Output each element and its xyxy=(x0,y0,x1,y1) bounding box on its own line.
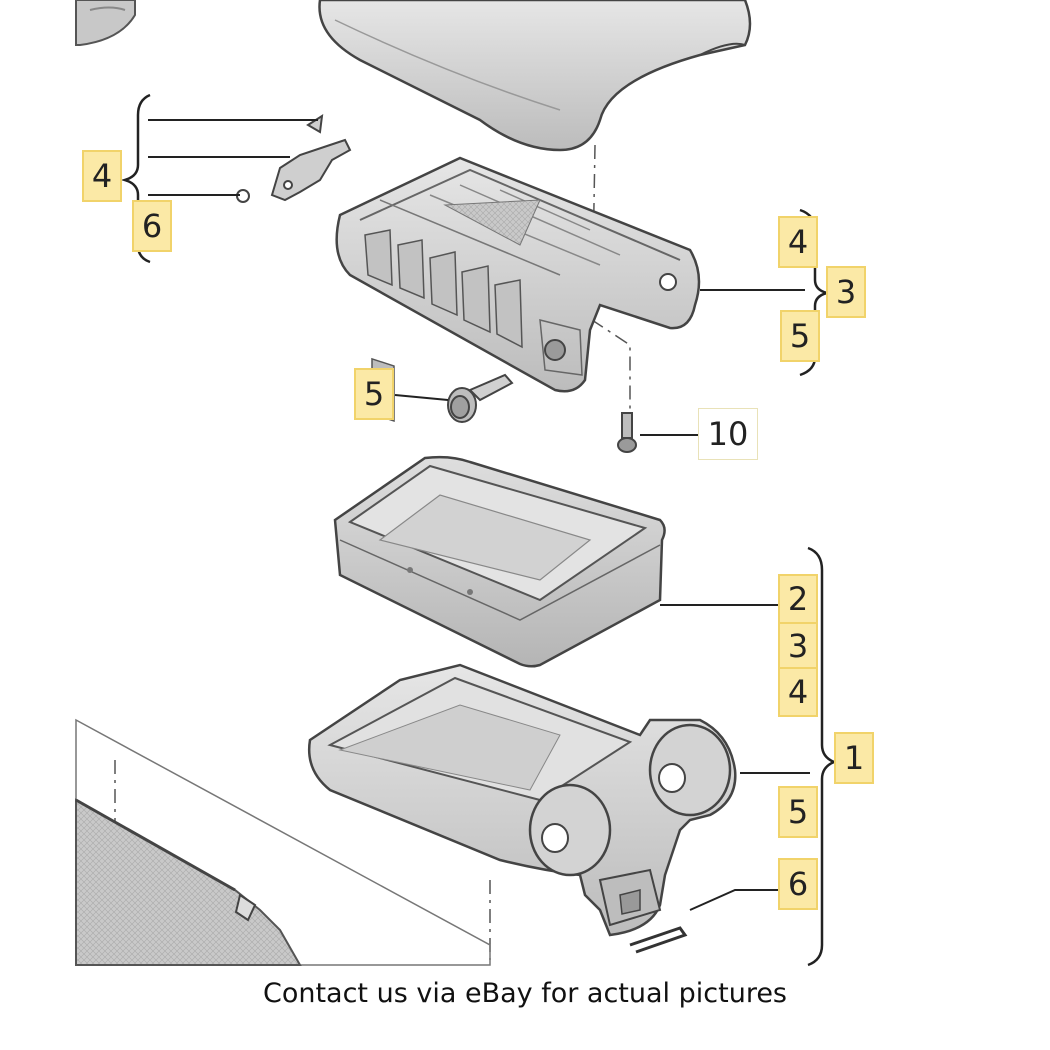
callout-pin: 5 xyxy=(354,368,394,420)
callout-group-lid: 3 xyxy=(826,266,866,318)
pin-part xyxy=(447,373,514,423)
callout-tray-c: 4 xyxy=(778,667,818,717)
callout-tray-a: 2 xyxy=(778,574,818,624)
leader-lines xyxy=(148,119,810,911)
background-panel xyxy=(75,718,491,966)
caption-text: Contact us via eBay for actual pictures xyxy=(262,978,788,1009)
screw-part xyxy=(617,412,637,453)
wire-clip xyxy=(629,926,688,954)
callout-group-top-left: 4 xyxy=(82,150,122,202)
callout-group-lid-b: 5 xyxy=(780,310,820,362)
armrest-cushion xyxy=(318,0,752,152)
partial-part-top-left xyxy=(75,0,136,46)
armrest-base xyxy=(307,663,737,937)
callout-group-top-left-sub: 6 xyxy=(132,200,172,252)
callout-base: 1 xyxy=(834,732,874,784)
callout-group-lid-a: 4 xyxy=(778,216,818,268)
callout-clip: 6 xyxy=(778,858,818,910)
callout-screw: 10 xyxy=(698,408,758,460)
storage-tray xyxy=(333,455,666,668)
callout-base-b: 5 xyxy=(778,786,818,838)
callout-tray-b: 3 xyxy=(778,622,818,670)
small-hardware-set xyxy=(236,114,352,203)
